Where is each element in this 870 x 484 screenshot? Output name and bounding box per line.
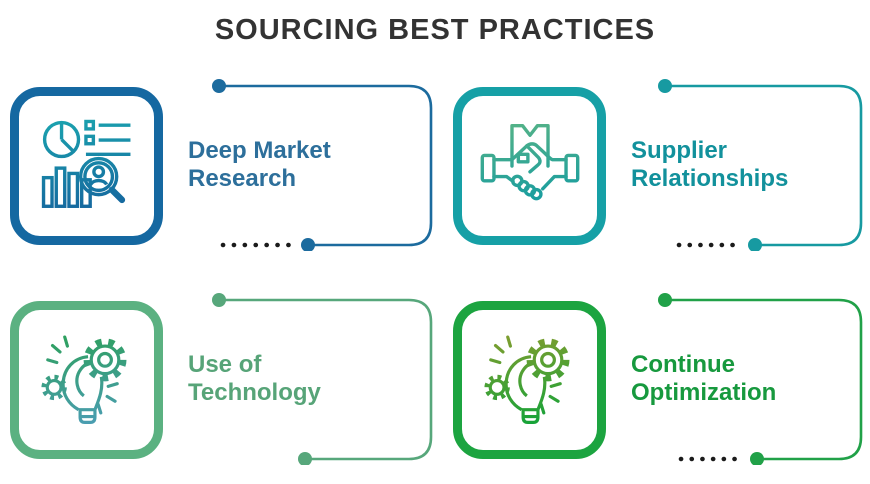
icon-frame bbox=[10, 301, 163, 459]
card-supplier-relationships: Supplier Relationships bbox=[453, 79, 865, 251]
connector-bracket bbox=[212, 79, 433, 251]
icon-frame bbox=[10, 87, 163, 245]
market-research-icon bbox=[34, 113, 140, 219]
end-dot bbox=[748, 238, 762, 251]
end-dot bbox=[301, 238, 315, 251]
connector-bracket bbox=[212, 293, 433, 465]
card-label: Deep Market Research bbox=[188, 137, 331, 192]
start-dot bbox=[212, 293, 226, 307]
bulb-gears-icon bbox=[34, 327, 140, 433]
card-deep-market-research: Deep Market Research bbox=[10, 79, 435, 251]
icon-frame bbox=[453, 301, 606, 459]
connector-bracket bbox=[658, 293, 863, 465]
connector-bracket bbox=[658, 79, 863, 251]
bulb-gears-icon bbox=[477, 327, 583, 433]
icon-frame bbox=[453, 87, 606, 245]
end-dot bbox=[750, 452, 764, 465]
card-label: Use of Technology bbox=[188, 351, 321, 406]
card-label: Supplier Relationships bbox=[631, 137, 789, 192]
start-dot bbox=[212, 79, 226, 93]
card-use-of-technology: Use of Technology bbox=[10, 293, 435, 465]
page-title: SOURCING BEST PRACTICES bbox=[214, 14, 656, 46]
card-continue-optimization: Continue Optimization bbox=[453, 293, 865, 465]
start-dot bbox=[658, 293, 672, 307]
end-dot bbox=[298, 452, 312, 465]
handshake-icon bbox=[480, 124, 579, 201]
start-dot bbox=[658, 79, 672, 93]
card-label: Continue Optimization bbox=[631, 351, 777, 406]
